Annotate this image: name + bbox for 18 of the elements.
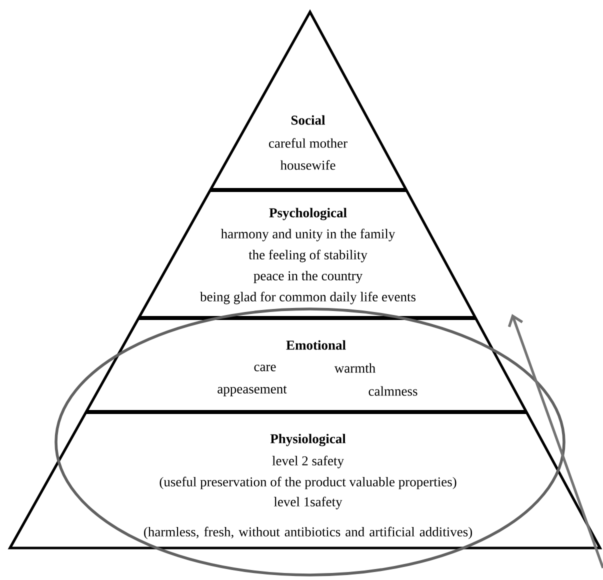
level-text: calmness [368,386,418,396]
level-text: level 1safety [274,496,342,510]
level-text: being glad for common daily life events [200,292,416,304]
level-heading: Physiological [270,434,346,446]
level-heading: Social [291,115,326,125]
level-text: (harmless, fresh, without antibiotics and artificial additives) [144,526,472,540]
level-text: harmony and unity in the family [220,228,396,242]
level-text: the feeling of stability [248,250,368,262]
level-text: careful mother [268,138,348,148]
level-text: (useful preservation of the product valuable properties) [160,476,456,490]
level-heading: Emotional [286,340,346,350]
level-text: care [254,364,276,372]
level-text: appeasement [218,386,287,396]
level-text: warmth [334,363,376,373]
level-text: level 2 safety [272,456,344,468]
level-heading: Psychological [269,208,347,220]
level-text: peace in the country [254,270,362,284]
level-text: housewife [280,160,336,170]
